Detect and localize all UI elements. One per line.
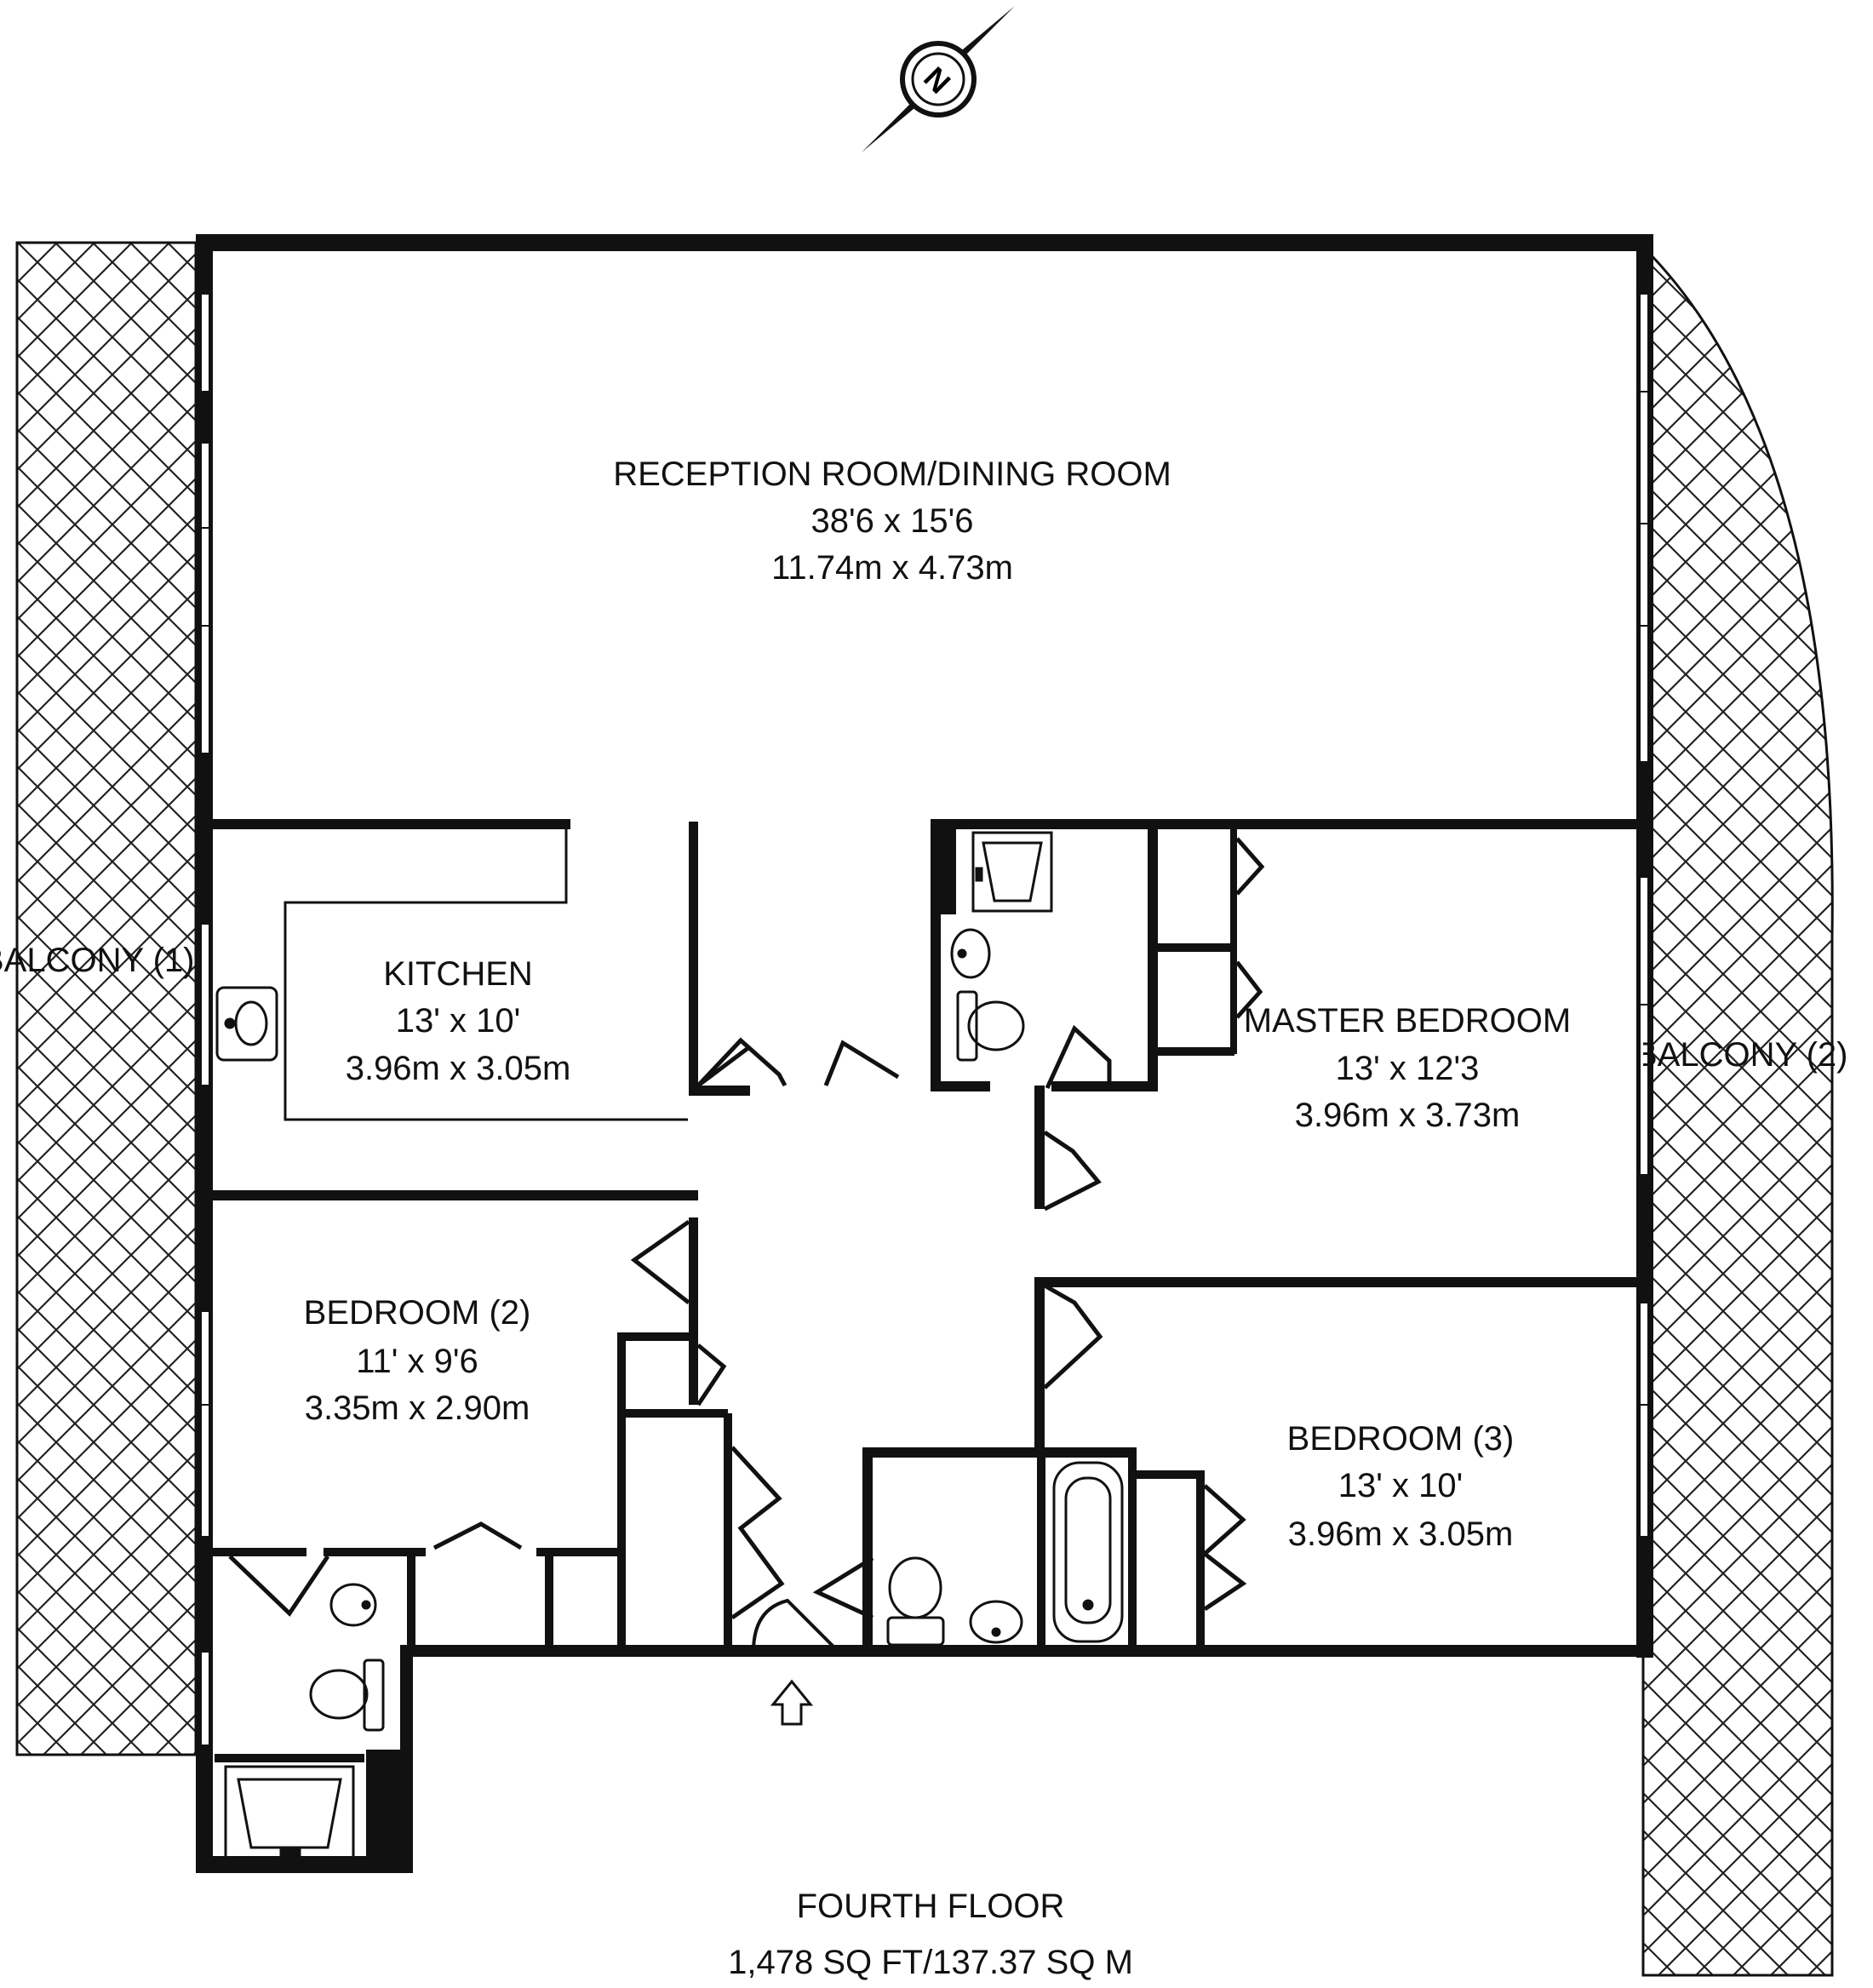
room-label-kitchen: KITCHEN 13' x 10' 3.96m x 3.05m — [346, 955, 571, 1087]
room-label-reception: RECEPTION ROOM/DINING ROOM 38'6 x 15'6 1… — [613, 455, 1171, 587]
toilet-icon — [886, 1556, 945, 1647]
shower-icon — [971, 831, 1053, 913]
svg-text:11.74m x 4.73m: 11.74m x 4.73m — [771, 549, 1013, 587]
floor-title: FOURTH FLOOR — [797, 1888, 1065, 1925]
sink-icon — [969, 1600, 1023, 1644]
interior-floor — [198, 243, 1652, 1869]
kitchen-counter — [284, 829, 688, 1121]
sink-icon — [215, 986, 278, 1062]
svg-text:13' x 12'3: 13' x 12'3 — [1336, 1050, 1480, 1087]
right-windows — [1639, 293, 1649, 1538]
svg-text:MASTER BEDROOM: MASTER BEDROOM — [1244, 1002, 1571, 1040]
balcony-2-area — [1641, 243, 1834, 1977]
svg-text:BEDROOM (3): BEDROOM (3) — [1287, 1420, 1515, 1458]
balcony-2-label-group: BALCONY (2) — [1635, 1036, 1847, 1074]
balcony-1-area — [15, 241, 198, 1756]
balcony-1-label: BALCONY (1) — [0, 942, 194, 979]
room-label-bedroom-2: BEDROOM (2) 11' x 9'6 3.35m x 2.90m — [304, 1294, 531, 1427]
north-arrow-icon: N — [862, 6, 1015, 152]
shower-icon — [224, 1765, 355, 1862]
svg-text:3.96m x 3.05m: 3.96m x 3.05m — [346, 1050, 571, 1087]
balcony-2-label: BALCONY (2) — [1635, 1036, 1847, 1074]
entrance-arrow-icon — [770, 1679, 814, 1726]
toilet-icon — [956, 990, 1025, 1062]
svg-text:11' x 9'6: 11' x 9'6 — [356, 1343, 478, 1380]
svg-text:3.96m x 3.73m: 3.96m x 3.73m — [1295, 1097, 1521, 1134]
interior-walls — [213, 819, 1637, 1873]
svg-text:13' x 10': 13' x 10' — [396, 1002, 520, 1040]
room-label-master-bedroom: MASTER BEDROOM 13' x 12'3 3.96m x 3.73m — [1244, 1002, 1571, 1134]
door-swing-icon — [228, 837, 1265, 1620]
sink-icon — [950, 928, 991, 979]
left-windows — [200, 293, 210, 1746]
svg-text:13' x 10': 13' x 10' — [1338, 1467, 1463, 1504]
svg-text:38'6 x 15'6: 38'6 x 15'6 — [811, 502, 974, 540]
svg-text:BEDROOM (2): BEDROOM (2) — [304, 1294, 531, 1332]
svg-text:3.35m x 2.90m: 3.35m x 2.90m — [305, 1389, 530, 1427]
bath-icon — [1052, 1461, 1124, 1643]
svg-text:3.96m x 3.05m: 3.96m x 3.05m — [1288, 1515, 1514, 1553]
room-label-bedroom-3: BEDROOM (3) 13' x 10' 3.96m x 3.05m — [1287, 1420, 1515, 1553]
sink-icon — [329, 1583, 377, 1627]
svg-text:KITCHEN: KITCHEN — [383, 955, 533, 993]
balcony-1-label-group: BALCONY (1) — [0, 942, 194, 979]
floor-area: 1,478 SQ FT/137.37 SQ M — [728, 1944, 1133, 1981]
entrance-door — [752, 1598, 840, 1653]
toilet-icon — [309, 1659, 385, 1732]
svg-text:RECEPTION ROOM/DINING ROOM: RECEPTION ROOM/DINING ROOM — [613, 455, 1171, 493]
plan-footer: FOURTH FLOOR 1,478 SQ FT/137.37 SQ M — [728, 1888, 1133, 1981]
